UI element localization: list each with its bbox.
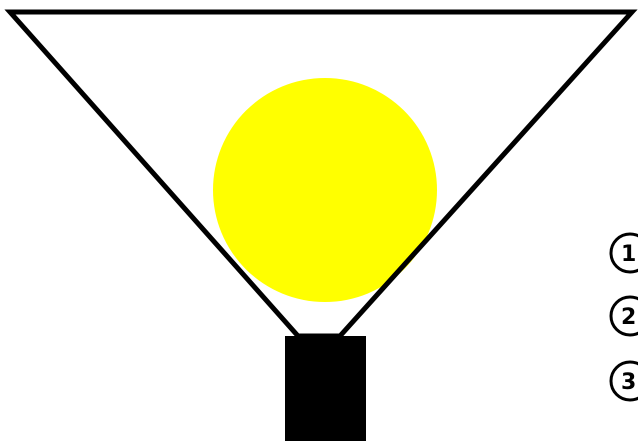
marker-1-label: 1 — [621, 242, 636, 267]
marker-2: 2 — [611, 297, 638, 335]
marker-2-label: 2 — [621, 305, 636, 330]
black-base — [285, 336, 366, 441]
marker-1: 1 — [611, 234, 638, 272]
marker-3-label: 3 — [621, 370, 636, 395]
marker-3: 3 — [611, 362, 638, 400]
